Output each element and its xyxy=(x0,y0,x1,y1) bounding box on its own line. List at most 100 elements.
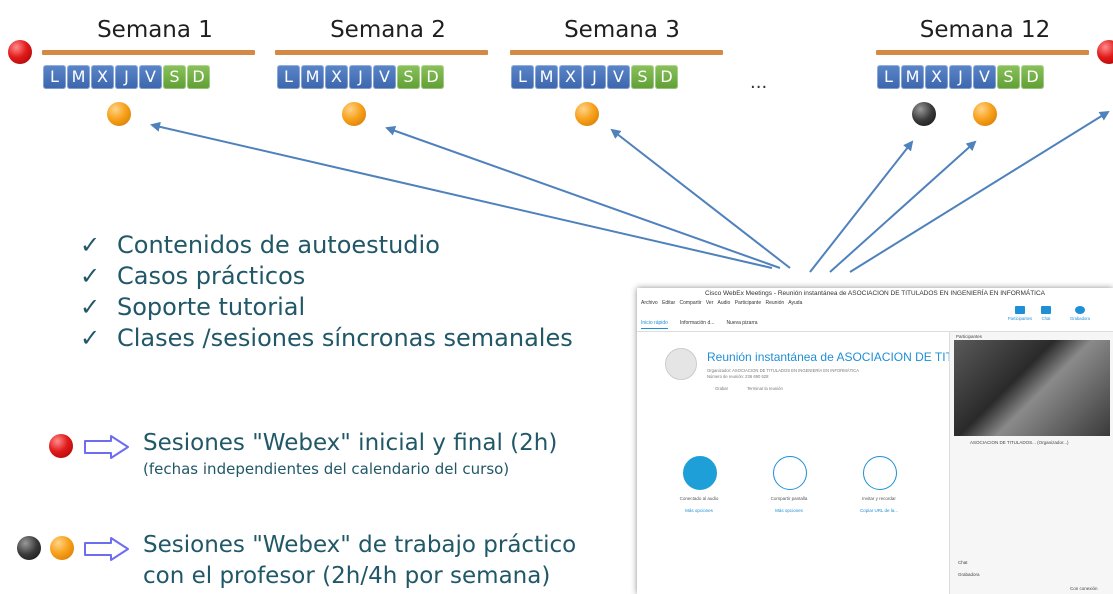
menu-item[interactable]: Archivo xyxy=(641,300,658,306)
day-cell: V xyxy=(607,65,630,89)
recorder-section[interactable]: Grabadora xyxy=(958,572,980,577)
legend-webex-note: (fechas independientes del calendario de… xyxy=(143,460,510,478)
connection-status: Con conexión xyxy=(1070,586,1098,591)
day-cell: L xyxy=(43,65,66,89)
toolbar-participants[interactable]: Participantes xyxy=(1007,316,1033,321)
webex-window-screenshot: Cisco WebEx Meetings - Reunión instantán… xyxy=(637,288,1113,594)
day-cell: J xyxy=(349,65,372,89)
day-cell: D xyxy=(1021,65,1044,89)
action-link[interactable]: Más opciones xyxy=(685,508,713,513)
day-cell: D xyxy=(421,65,444,89)
tab-whiteboard[interactable]: Nueva pizarra xyxy=(726,320,758,326)
action-link[interactable]: Más opciones xyxy=(775,508,803,513)
meeting-title: Reunión instantánea de ASOCIACION DE TIT… xyxy=(707,350,977,364)
action-label: Compartir pantalla xyxy=(770,496,808,501)
week-title: Semana 12 xyxy=(919,17,1051,43)
arrow-line xyxy=(610,128,791,269)
list-item: ✓Soporte tutorial xyxy=(80,293,306,321)
orange-session-dot xyxy=(342,102,366,126)
toolbar-chat[interactable]: Chat xyxy=(1041,316,1051,321)
day-cell: X xyxy=(925,65,948,89)
divider xyxy=(637,331,1113,332)
day-cell: M xyxy=(301,65,324,89)
red-session-dot xyxy=(8,40,32,64)
share-screen-icon[interactable] xyxy=(773,456,807,490)
list-item: ✓Contenidos de autoestudio xyxy=(80,231,440,259)
side-panel: Participantes ASOCIACION DE TITULADOS...… xyxy=(949,332,1113,594)
features-checklist: ✓Contenidos de autoestudio ✓Casos prácti… xyxy=(80,230,573,354)
ellipsis: ... xyxy=(750,72,768,93)
week-title: Semana 1 xyxy=(97,17,213,43)
day-cell: L xyxy=(277,65,300,89)
day-cell: V xyxy=(373,65,396,89)
black-session-dot xyxy=(17,536,41,560)
day-cell: D xyxy=(655,65,678,89)
day-cell: X xyxy=(559,65,582,89)
day-cell: V xyxy=(973,65,996,89)
day-cell: J xyxy=(583,65,606,89)
check-icon: ✓ xyxy=(80,324,101,352)
meeting-number: Número de reunión: 236 690 528 xyxy=(707,374,769,379)
window-title: Cisco WebEx Meetings - Reunión instantán… xyxy=(704,290,1046,297)
tab-info[interactable]: Información d... xyxy=(679,320,715,326)
audio-connected-icon[interactable] xyxy=(683,456,717,490)
black-session-dot xyxy=(912,102,936,126)
red-session-dot xyxy=(1097,40,1113,64)
participants-header[interactable]: Participantes xyxy=(956,334,983,339)
tab-quick-start[interactable]: Inicio rápido xyxy=(641,320,668,329)
menu-item[interactable]: Reunión xyxy=(765,300,785,306)
day-cell: L xyxy=(511,65,534,89)
day-cell: S xyxy=(997,65,1020,89)
arrow-line xyxy=(829,140,977,273)
check-icon: ✓ xyxy=(80,293,101,321)
day-cell: S xyxy=(163,65,186,89)
day-cell: M xyxy=(535,65,558,89)
day-cell: M xyxy=(901,65,924,89)
menu-item[interactable]: Editar xyxy=(662,300,676,306)
invite-icon[interactable] xyxy=(863,456,897,490)
participant-name[interactable]: ASOCIACION DE TITULADOS... (Organizador.… xyxy=(970,440,1069,445)
list-item: ✓Clases /sesiones síncronas semanales xyxy=(80,324,573,352)
day-row: L M X J V S D xyxy=(277,65,444,89)
arrow-line xyxy=(809,140,914,273)
menu-item[interactable]: Compartir xyxy=(679,300,702,306)
chat-icon[interactable] xyxy=(1041,306,1051,314)
action-link[interactable]: Copiar URL de la... xyxy=(859,508,899,513)
record-button[interactable]: Grabar xyxy=(715,386,729,391)
day-cell: S xyxy=(397,65,420,89)
orange-session-dot xyxy=(50,536,74,560)
day-cell: X xyxy=(91,65,114,89)
menu-item[interactable]: Ver xyxy=(705,300,714,306)
week-bar xyxy=(510,50,723,55)
day-cell: J xyxy=(949,65,972,89)
main-panel: Reunión instantánea de ASOCIACION DE TIT… xyxy=(637,332,976,594)
day-cell: X xyxy=(325,65,348,89)
week-title: Semana 3 xyxy=(564,17,680,43)
orange-session-dot xyxy=(107,102,131,126)
day-cell: D xyxy=(187,65,210,89)
menu-item[interactable]: Participante xyxy=(734,300,762,306)
day-row: L M X J V S D xyxy=(43,65,210,89)
participant-video xyxy=(954,340,1110,436)
menu-item[interactable]: Ayuda xyxy=(788,300,803,306)
chat-section[interactable]: Chat xyxy=(958,560,968,565)
menu-item[interactable]: Audio xyxy=(717,300,731,306)
red-session-dot xyxy=(49,434,73,458)
recorder-icon[interactable] xyxy=(1075,306,1085,314)
arrow-line xyxy=(849,110,1110,273)
legend-webex-practical-line1: Sesiones "Webex" de trabajo práctico xyxy=(143,532,577,558)
day-cell: S xyxy=(631,65,654,89)
tab-bar: Inicio rápido Información d... Nueva piz… xyxy=(641,320,758,329)
participants-icon[interactable] xyxy=(1015,306,1025,314)
week-bar xyxy=(876,50,1089,55)
menu-bar: Archivo Editar Compartir Ver Audio Parti… xyxy=(641,300,805,306)
week-title: Semana 2 xyxy=(330,17,446,43)
day-cell: M xyxy=(67,65,90,89)
week-bar xyxy=(275,50,488,55)
check-icon: ✓ xyxy=(80,262,101,290)
legend-webex-practical-line2: con el profesor (2h/4h por semana) xyxy=(143,563,551,589)
right-arrow-icon xyxy=(84,537,129,561)
end-meeting-button[interactable]: Terminar la reunión xyxy=(747,386,783,391)
toolbar-recorder[interactable]: Grabadora xyxy=(1069,316,1091,321)
